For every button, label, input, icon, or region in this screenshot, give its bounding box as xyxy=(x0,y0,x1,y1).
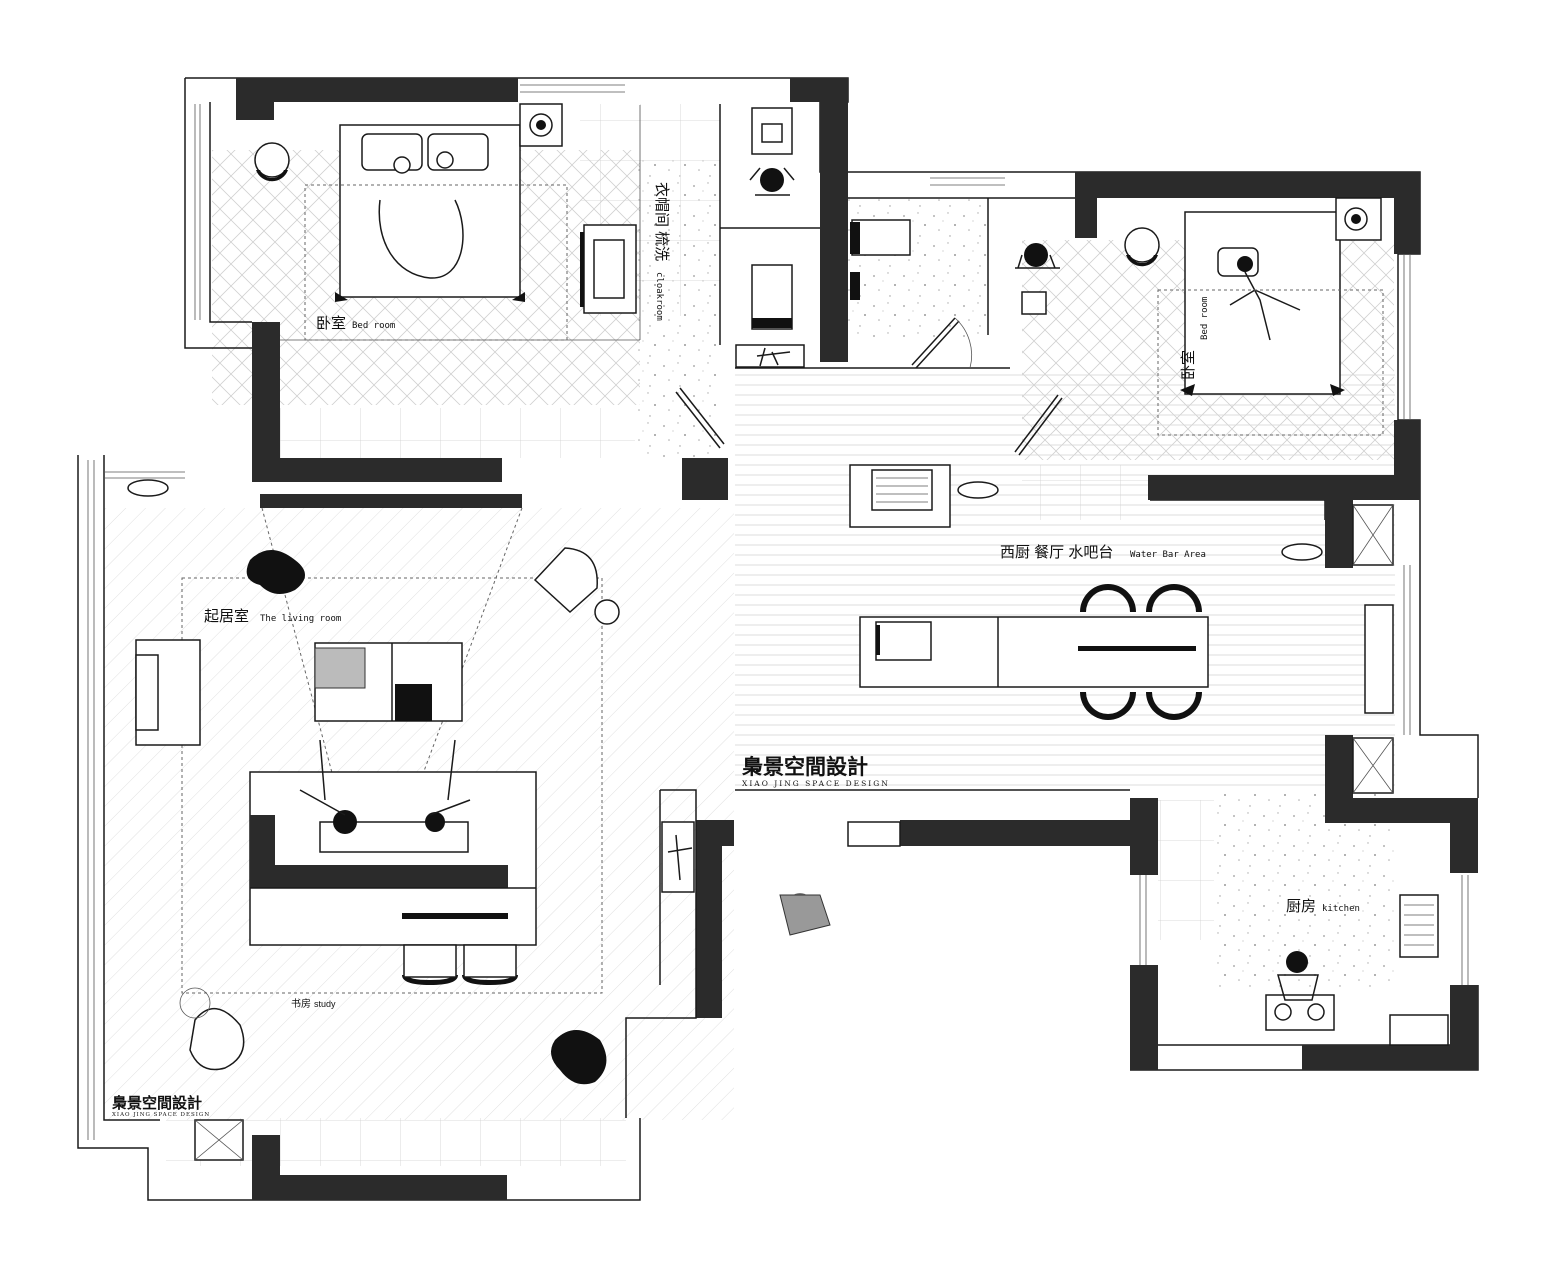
water-bar-sink xyxy=(849,464,951,528)
label-study-cn: 书房 xyxy=(291,997,311,1010)
vanity-left xyxy=(580,224,637,314)
dining-island xyxy=(859,616,1209,688)
label-living-cn: 起居室 xyxy=(204,608,249,625)
lounge-chair xyxy=(533,547,620,625)
armchair-left xyxy=(135,639,201,746)
nightstand-lamp-right xyxy=(1335,197,1382,241)
bedroom-rug-left xyxy=(304,184,568,341)
bed-left xyxy=(335,124,525,302)
doors xyxy=(675,317,1063,456)
label-dining-en: Water Bar Area xyxy=(1130,550,1206,560)
study-chairs xyxy=(402,944,518,985)
toilet-left xyxy=(751,107,793,155)
people-sofa xyxy=(299,739,471,834)
label-bedroom-right-cn: 卧室 xyxy=(1180,350,1197,380)
label-cloakroom-cn: 衣帽间 梳洗 xyxy=(653,182,670,261)
person-vanity-mid xyxy=(1015,243,1060,315)
bed-right xyxy=(1180,211,1345,396)
person-kitchen xyxy=(1277,951,1319,1001)
living-rug xyxy=(181,577,603,994)
cooktop xyxy=(1265,994,1335,1031)
fridge-cabinet xyxy=(1352,504,1394,794)
bathtub-mid xyxy=(850,219,911,300)
bearskin-rugs xyxy=(246,550,607,1085)
bar-stools xyxy=(1080,584,1202,720)
label-bedroom-left-en: Bed room xyxy=(352,321,395,331)
label-cloakroom-en: cloakroom xyxy=(654,272,664,321)
brand-name-cn: 梟景空間設計 xyxy=(741,754,868,779)
brand-name-en-small: XIAO JING SPACE DESIGN xyxy=(112,1112,210,1118)
sofa-desk-block xyxy=(249,771,537,946)
person-entry xyxy=(779,893,831,936)
brand-logo-center: 梟景空間設計 XIAO JING SPACE DESIGN xyxy=(741,754,890,788)
brand-logo-corner: 梟景空間設計 XIAO JING SPACE DESIGN xyxy=(111,1094,210,1118)
label-kitchen-en: kitchen xyxy=(1322,904,1360,914)
air-vent xyxy=(194,1119,244,1161)
label-dining-cn: 西厨 餐厅 水吧台 xyxy=(1000,544,1113,561)
reading-chair xyxy=(179,987,245,1071)
shower-left xyxy=(751,264,793,330)
floor-lamps xyxy=(127,479,1323,561)
brand-name-cn-small: 梟景空間設計 xyxy=(111,1094,202,1112)
round-side-table-left xyxy=(254,142,290,182)
structural-walls xyxy=(236,78,1478,1200)
hallway-tree xyxy=(735,344,805,368)
kitchen-sink xyxy=(1399,894,1439,958)
kitchen-cabinet xyxy=(1389,1014,1449,1046)
round-side-table-right xyxy=(1124,227,1160,267)
entry-tree xyxy=(661,821,695,893)
bedroom-rug-right xyxy=(1157,289,1384,436)
brand-name-en: XIAO JING SPACE DESIGN xyxy=(742,779,890,788)
label-living-en: The living room xyxy=(260,614,341,624)
label-study-en: study xyxy=(314,999,336,1009)
coffee-table xyxy=(314,642,463,722)
room-labels: 卧室 Bed room 衣帽间 梳洗 cloakroom 卧室 Bed room… xyxy=(204,182,1360,1010)
label-bedroom-left-cn: 卧室 xyxy=(316,315,346,332)
person-toilet-left xyxy=(749,167,795,196)
label-bedroom-right-en: Bed room xyxy=(1200,297,1210,340)
partial-walls xyxy=(625,789,901,1118)
nightstand-lamp-left xyxy=(519,103,563,147)
label-kitchen-cn: 厨房 xyxy=(1286,898,1316,915)
